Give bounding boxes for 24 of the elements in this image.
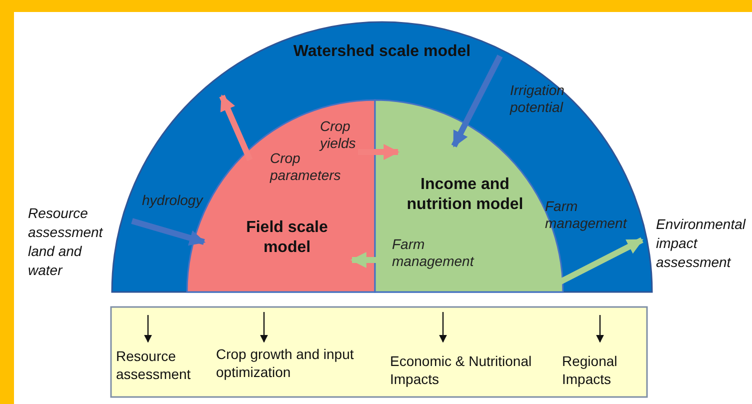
- output-label: Regional Impacts: [562, 353, 632, 388]
- arrow: [596, 315, 604, 343]
- arrow: [439, 312, 447, 343]
- node-label: Income and nutrition model: [406, 175, 524, 215]
- edge-label: Irrigation potential: [510, 82, 566, 116]
- block-arrow: [131, 218, 206, 246]
- edge-label: Crop parameters: [270, 150, 341, 184]
- output-label: Crop growth and input optimization: [216, 346, 356, 381]
- arrow: [260, 312, 268, 343]
- node-label: Watershed scale model: [292, 42, 472, 62]
- output-label: Resource assessment: [116, 348, 204, 383]
- edge-label: Crop yields: [320, 118, 357, 152]
- output-label: Economic & Nutritional Impacts: [390, 353, 540, 388]
- side-note: Resource assessment land and water: [28, 204, 104, 280]
- edge-label: hydrology: [142, 192, 203, 209]
- edge-label: Farm management: [392, 236, 476, 270]
- arrow: [144, 315, 152, 343]
- block-arrow: [219, 94, 253, 162]
- block-arrow: [451, 54, 503, 148]
- block-arrow: [358, 144, 400, 160]
- node-label: Field scale model: [245, 218, 329, 258]
- semicircle-region: [112, 22, 652, 292]
- output-panel: [110, 306, 648, 398]
- side-note: Environmental impact assessment: [656, 215, 747, 272]
